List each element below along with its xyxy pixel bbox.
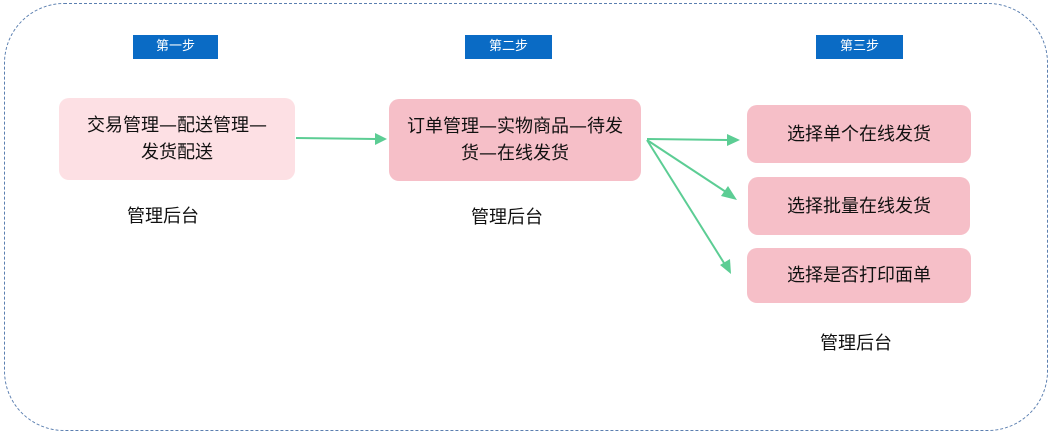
option-print-label-text: 选择是否打印面单 (787, 265, 931, 286)
step-2-box-text: 订单管理—实物商品—待发货—在线发货 (407, 116, 623, 164)
arrow-to-single-ship (646, 134, 740, 146)
arrow-to-batch-ship (646, 139, 737, 200)
step-2-caption: 管理后台 (471, 207, 543, 228)
step-1-badge: 第一步 (133, 35, 218, 59)
arrow-to-print-label (646, 139, 731, 274)
step-2-badge: 第二步 (465, 35, 552, 59)
step-3-badge: 第三步 (816, 35, 903, 59)
step-3-caption: 管理后台 (820, 333, 892, 354)
option-single-ship-text: 选择单个在线发货 (787, 123, 931, 145)
step-1-box: 交易管理—配送管理—发货配送 (59, 98, 295, 180)
option-batch-ship: 选择批量在线发货 (748, 177, 970, 235)
step-1-caption: 管理后台 (127, 206, 199, 227)
option-print-label: 选择是否打印面单 (747, 248, 971, 303)
arrow-step1-to-step2 (295, 133, 387, 145)
step-2-box: 订单管理—实物商品—待发货—在线发货 (389, 99, 641, 181)
option-batch-ship-text: 选择批量在线发货 (787, 195, 931, 217)
option-single-ship: 选择单个在线发货 (747, 105, 971, 163)
step-1-box-text: 交易管理—配送管理—发货配送 (87, 115, 267, 163)
